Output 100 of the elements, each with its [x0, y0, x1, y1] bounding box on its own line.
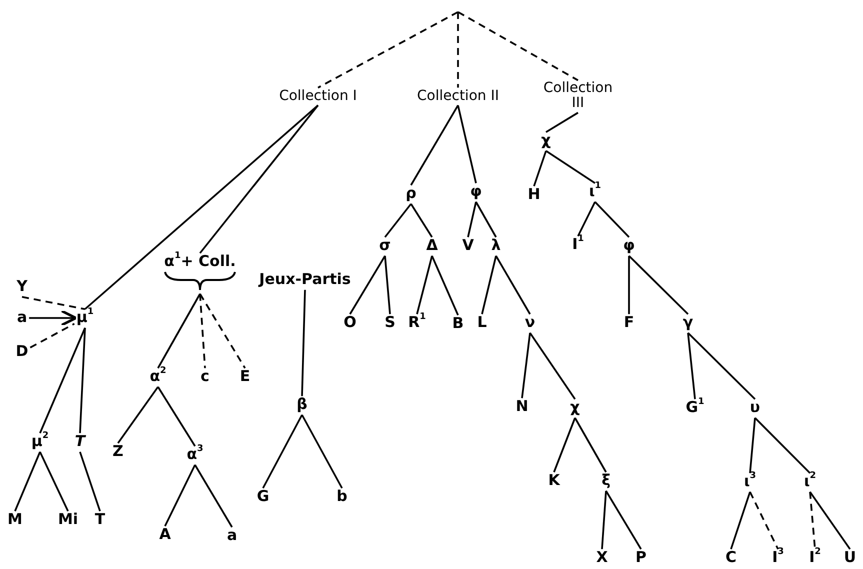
siglum-label: χ: [541, 133, 551, 149]
siglum-label: Mi: [58, 512, 78, 528]
siglum-label: α$^{1}$+ Coll.: [164, 254, 236, 270]
stemma-line: [495, 255, 531, 315]
stemma-line: [22, 296, 86, 310]
stemma-line: [79, 452, 101, 512]
stemma-line: [594, 201, 630, 238]
stemma-line: [157, 293, 201, 369]
stemma-line: [749, 418, 756, 474]
stemma-line: [605, 490, 642, 550]
arrow: [29, 310, 78, 326]
siglum-label: G$^{1}$: [686, 400, 704, 416]
siglum-label: V: [462, 238, 474, 254]
siglum-label: S: [384, 315, 396, 331]
stemma-line: [730, 492, 751, 550]
siglum-label: Y: [16, 279, 28, 295]
siglum-label: λ: [491, 238, 501, 254]
siglum-label: U: [844, 550, 856, 566]
stemma-line: [318, 11, 458, 88]
siglum-label: C: [725, 550, 736, 566]
stemma-line: [14, 452, 41, 512]
siglum-label: T: [94, 512, 106, 528]
stemma-line: [416, 256, 433, 314]
stemma-line: [301, 290, 306, 396]
stemma-line: [457, 12, 459, 88]
siglum-label: Δ: [426, 238, 438, 254]
siglum-label: I$^{1}$: [572, 237, 584, 253]
siglum-label: γ: [682, 315, 694, 331]
siglum-label: R$^{1}$: [408, 315, 426, 331]
siglum-label: E: [240, 369, 250, 385]
stemma-line: [164, 464, 196, 527]
stemma-line: [546, 150, 596, 184]
siglum-label: ρ: [406, 186, 416, 202]
stemma-line: [349, 255, 386, 315]
stemma-line: [458, 11, 578, 82]
stemma-line: [79, 328, 86, 434]
stemma-line: [601, 490, 607, 550]
siglum-label: D: [16, 344, 28, 360]
siglum-label: φ: [470, 184, 482, 200]
stemma-line: [628, 255, 689, 315]
stemma-line: [749, 491, 779, 550]
siglum-label: H: [528, 187, 540, 203]
stemma-line: [687, 332, 756, 400]
siglum-label: υ: [750, 400, 760, 416]
siglum-label: σ: [379, 238, 391, 254]
stemma-line: [199, 104, 319, 254]
stemma-line: [481, 256, 497, 314]
stemma-line: [533, 150, 547, 186]
stemma-line: [84, 104, 319, 310]
stemma-line: [628, 256, 630, 314]
siglum-label: X: [596, 550, 608, 566]
siglum-label: μ$^{1}$: [76, 310, 94, 326]
siglum-label: χ: [570, 400, 580, 416]
siglum-label: c: [200, 369, 210, 385]
stemma-line: [262, 414, 303, 489]
stemma-line: [157, 386, 196, 447]
siglum-label: N: [516, 399, 528, 415]
siglum-label: ι$^{1}$: [588, 184, 602, 200]
stemma-line: [384, 203, 412, 238]
stemma-line: [553, 418, 576, 472]
siglum-label: ν: [524, 315, 536, 331]
siglum-label: K: [548, 473, 560, 489]
stemma-line: [529, 332, 576, 400]
stemma-line: [384, 256, 391, 314]
stemma-line: [809, 491, 851, 550]
stemma-line: [117, 386, 159, 444]
stemma-line: [809, 492, 816, 550]
siglum-label: T: [74, 434, 86, 450]
collection-label: Collection II: [415, 88, 501, 104]
collection-label: Collection I: [275, 88, 361, 104]
stemma-line: [39, 452, 69, 512]
stemma-line: [467, 202, 477, 238]
stemma-line: [577, 201, 596, 237]
collection-label: Collection III: [535, 81, 621, 111]
stemma-line: [754, 417, 811, 474]
siglum-label: O: [344, 315, 356, 331]
stemma-line: [194, 464, 233, 528]
stemma-line: [687, 332, 696, 400]
stemma-line: [546, 112, 578, 133]
siglum-label: a: [226, 528, 238, 544]
siglum-label: A: [159, 527, 171, 543]
stemma-line: [457, 105, 477, 184]
siglum-label: φ: [623, 238, 635, 254]
siglum-label: P: [636, 550, 646, 566]
siglum-label: G: [256, 489, 270, 505]
stemma-line: [475, 201, 497, 238]
siglum-label: Jeux-Partis: [259, 272, 351, 288]
stemma-line: [301, 414, 343, 489]
stemma-line: [199, 293, 246, 369]
stemma-line: [521, 332, 531, 398]
siglum-label: β: [296, 397, 308, 413]
stemma-line: [431, 256, 459, 316]
stemma-line: [410, 203, 433, 238]
siglum-label: ξ: [602, 473, 610, 489]
siglum-label: B: [452, 316, 464, 332]
stemma-line: [39, 328, 86, 434]
siglum-label: M: [8, 512, 22, 528]
siglum-label: Z: [112, 444, 124, 460]
stemma-line: [30, 322, 75, 348]
stemma-line: [410, 104, 459, 186]
